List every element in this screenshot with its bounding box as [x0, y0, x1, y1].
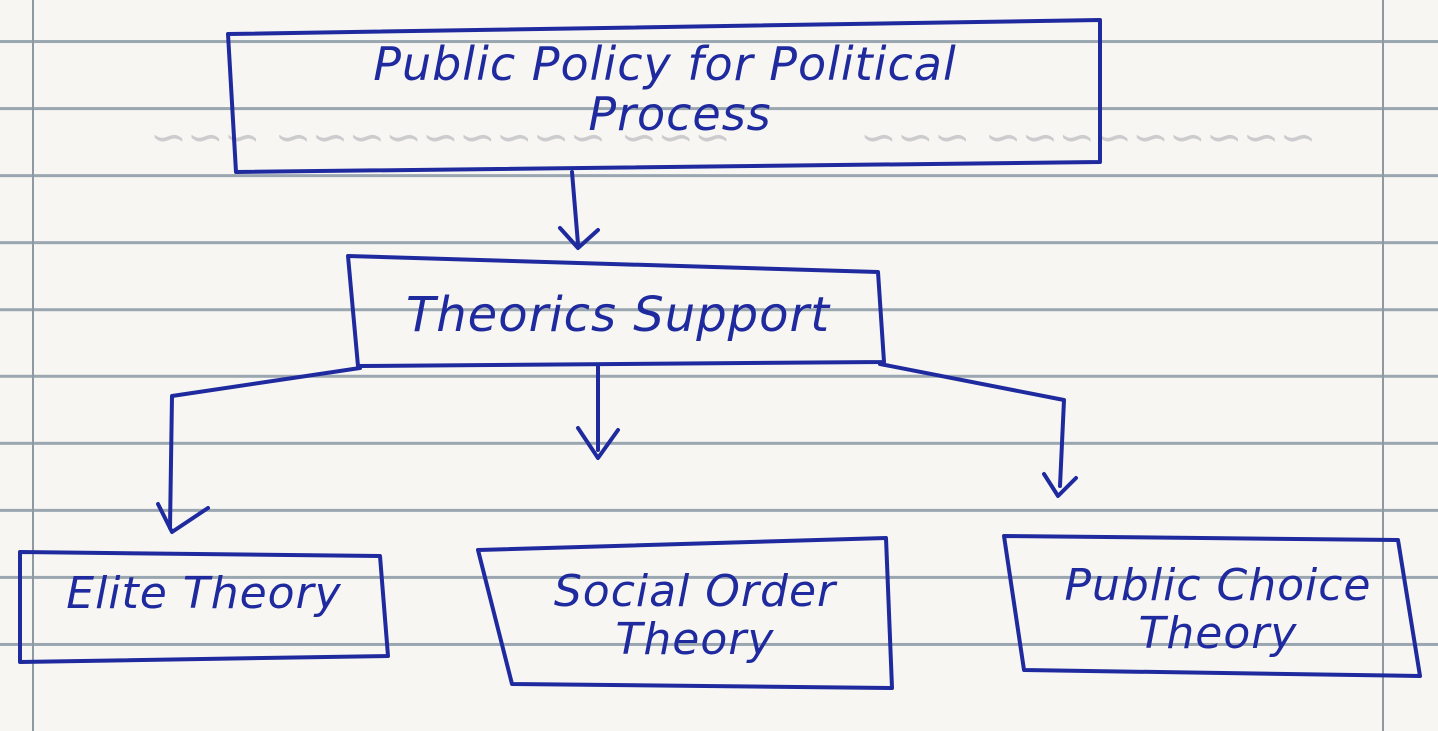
arrow-head — [558, 226, 600, 250]
root-node-label: Public Policy for Political Process — [240, 37, 1090, 141]
leaf-node-label-1: Elite Theory — [24, 570, 384, 618]
leaf-node-box-2 — [476, 536, 894, 690]
left-margin-line — [32, 0, 34, 731]
leaf-node-2-line1: Social Order — [553, 566, 837, 617]
leaf-node-2-line2: Theory — [615, 613, 775, 665]
middle-node-label: Theorics Support — [405, 287, 831, 343]
right-margin-line — [1382, 0, 1384, 731]
arrow-head — [156, 502, 210, 534]
arrow-head — [1042, 472, 1078, 498]
arrow-middle-to-leaf-1 — [168, 366, 362, 530]
arrow-root-to-middle — [570, 170, 580, 246]
leaf-node-box-1 — [18, 550, 390, 664]
leaf-node-3-line2: Theory — [1138, 607, 1298, 659]
root-node-line1: Public Policy for Political — [373, 37, 957, 91]
root-node-box — [226, 18, 1102, 174]
leaf-node-label-2: Social Order Theory — [500, 568, 890, 663]
leaf-node-box-3 — [1002, 534, 1422, 678]
arrow-head — [576, 426, 620, 460]
leaf-node-3-line1: Public Choice — [1064, 560, 1372, 611]
leaf-node-1-line1: Elite Theory — [66, 568, 342, 619]
leaf-node-label-3: Public Choice Theory — [1020, 562, 1416, 657]
arrow-middle-to-leaf-3 — [878, 362, 1066, 488]
middle-node-box — [346, 254, 886, 368]
root-node-line2: Process — [588, 86, 772, 141]
